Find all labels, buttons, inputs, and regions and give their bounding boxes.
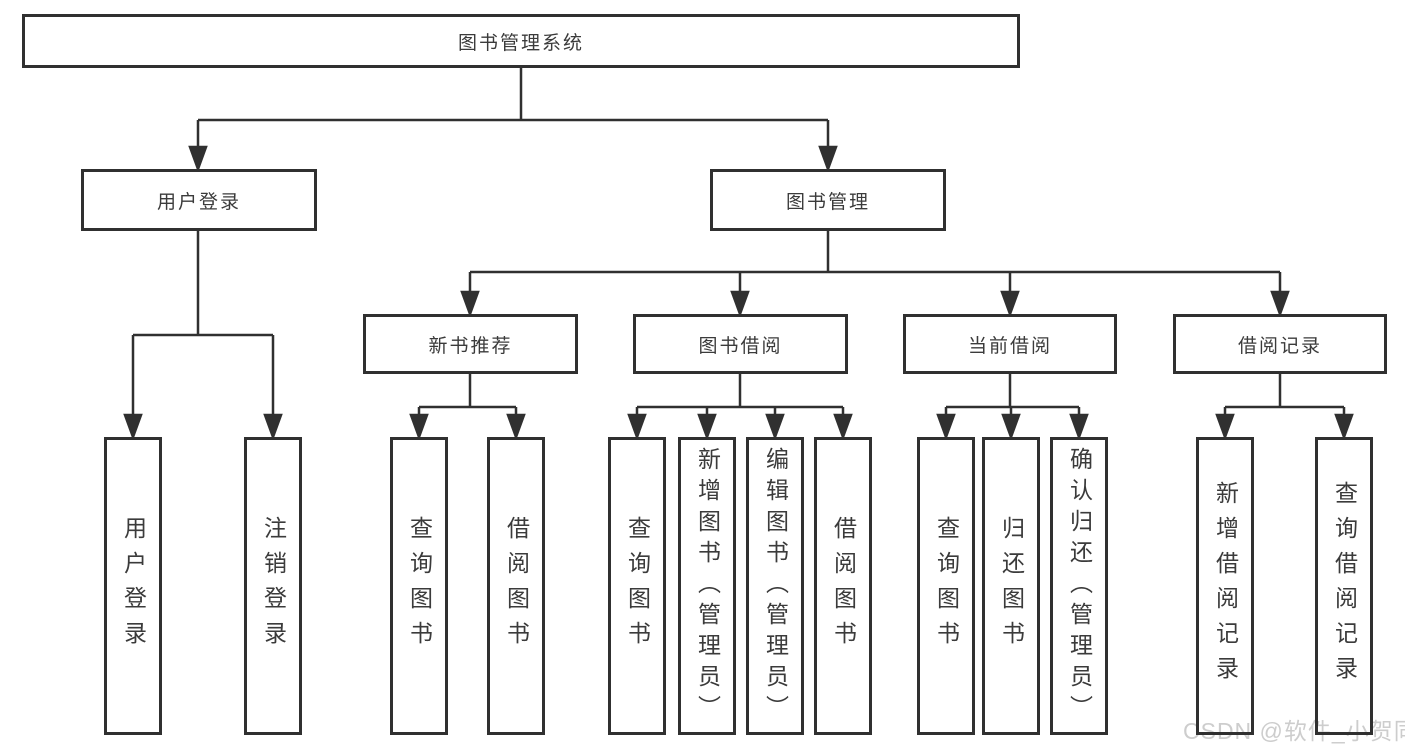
node-borrow-records: 借阅记录 bbox=[1173, 314, 1387, 374]
node-book-management-label: 图书管理 bbox=[785, 191, 870, 213]
leaf-user-login-label: 用户登录 bbox=[120, 516, 147, 656]
node-new-book-recommend: 新书推荐 bbox=[363, 314, 578, 374]
leaf-add-books-admin: 新增图书（管理员） bbox=[678, 437, 736, 735]
leaf-return-books-label: 归还图书 bbox=[998, 516, 1025, 656]
leaf-recommend-borrow-books: 借阅图书 bbox=[487, 437, 545, 735]
leaf-query-borrow-record: 查询借阅记录 bbox=[1315, 437, 1373, 735]
leaf-current-query-books: 查询图书 bbox=[917, 437, 975, 735]
node-root: 图书管理系统 bbox=[22, 14, 1020, 68]
leaf-borrow-books: 借阅图书 bbox=[814, 437, 872, 735]
leaf-return-books: 归还图书 bbox=[982, 437, 1040, 735]
leaf-edit-books-admin-label: 编辑图书（管理员） bbox=[762, 446, 789, 726]
leaf-current-query-books-label: 查询图书 bbox=[933, 516, 960, 656]
leaf-borrow-query-books: 查询图书 bbox=[608, 437, 666, 735]
leaf-user-login: 用户登录 bbox=[104, 437, 162, 735]
leaf-confirm-return-admin-label: 确认归还（管理员） bbox=[1066, 446, 1093, 726]
leaf-confirm-return-admin: 确认归还（管理员） bbox=[1050, 437, 1108, 735]
node-current-borrow: 当前借阅 bbox=[903, 314, 1117, 374]
node-user-login-label: 用户登录 bbox=[156, 191, 241, 213]
node-user-login: 用户登录 bbox=[81, 169, 317, 231]
connector-userlogin-to-leaves bbox=[123, 231, 283, 441]
connector-current-to-leaves bbox=[936, 374, 1089, 441]
leaf-add-books-admin-label: 新增图书（管理员） bbox=[694, 446, 721, 726]
connector-root-to-level2 bbox=[188, 68, 838, 173]
leaf-edit-books-admin: 编辑图书（管理员） bbox=[746, 437, 804, 735]
leaf-add-borrow-record-label: 新增借阅记录 bbox=[1212, 481, 1239, 691]
leaf-recommend-query-books: 查询图书 bbox=[390, 437, 448, 735]
leaf-recommend-query-books-label: 查询图书 bbox=[406, 516, 433, 656]
node-book-borrow-label: 图书借阅 bbox=[698, 335, 783, 357]
leaf-borrow-query-books-label: 查询图书 bbox=[624, 516, 651, 656]
leaf-query-borrow-record-label: 查询借阅记录 bbox=[1331, 481, 1358, 691]
connector-borrow-to-leaves bbox=[627, 374, 853, 441]
node-new-book-recommend-label: 新书推荐 bbox=[428, 335, 513, 357]
node-current-borrow-label: 当前借阅 bbox=[967, 335, 1052, 357]
leaf-borrow-books-label: 借阅图书 bbox=[830, 516, 857, 656]
node-book-management: 图书管理 bbox=[710, 169, 946, 231]
leaf-recommend-borrow-books-label: 借阅图书 bbox=[503, 516, 530, 656]
connector-bookmgmt-to-level3 bbox=[460, 231, 1290, 318]
node-borrow-records-label: 借阅记录 bbox=[1237, 335, 1322, 357]
connector-newbooks-to-leaves bbox=[409, 374, 526, 441]
leaf-logout-label: 注销登录 bbox=[260, 516, 287, 656]
connector-records-to-leaves bbox=[1215, 374, 1354, 441]
leaf-add-borrow-record: 新增借阅记录 bbox=[1196, 437, 1254, 735]
leaf-logout: 注销登录 bbox=[244, 437, 302, 735]
csdn-watermark: CSDN @软件_小贺同学 bbox=[1183, 718, 1405, 744]
node-root-label: 图书管理系统 bbox=[457, 32, 584, 54]
node-book-borrow: 图书借阅 bbox=[633, 314, 848, 374]
